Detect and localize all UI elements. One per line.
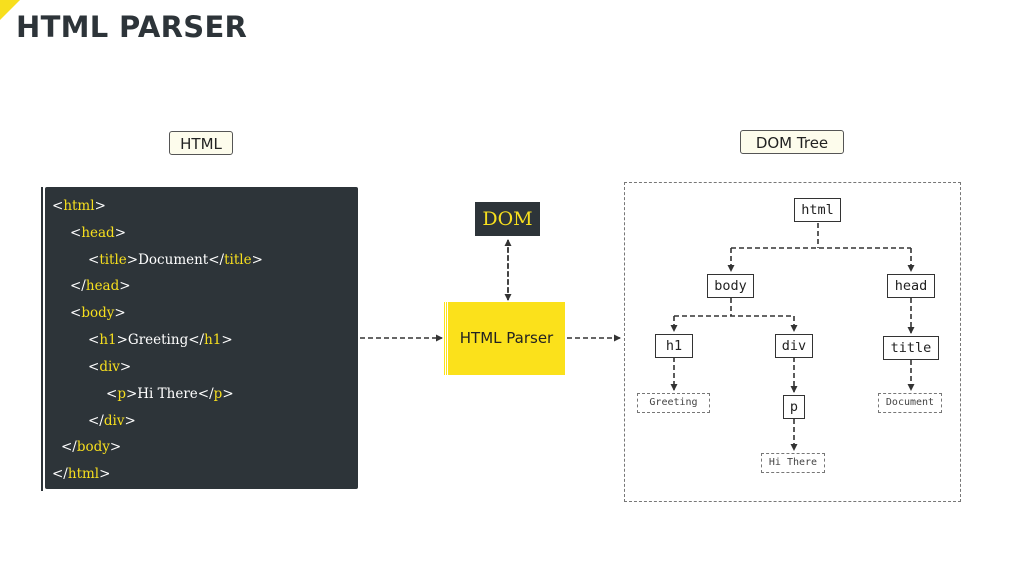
html-label: HTML <box>169 131 233 155</box>
html-code-panel <box>45 187 358 489</box>
leaf-hi-there: Hi There <box>761 453 825 473</box>
dom-box: DOM <box>475 202 540 236</box>
tree-node-html: html <box>794 198 841 222</box>
leaf-greeting: Greeting <box>637 393 710 413</box>
parser-edge <box>444 302 445 375</box>
corner-accent <box>0 0 20 20</box>
parser-edge <box>446 302 447 375</box>
tree-node-div: div <box>775 334 813 358</box>
code-line: <h1>Greeting</h1> <box>88 332 233 348</box>
page-title: HTML PARSER <box>16 10 248 44</box>
code-line: <html> <box>52 198 106 214</box>
code-panel-edge <box>41 187 43 491</box>
tree-node-title: title <box>883 336 939 360</box>
code-line: </html> <box>52 466 111 482</box>
code-line: </head> <box>70 278 131 294</box>
code-line: <div> <box>88 359 132 375</box>
code-line: <p>Hi There</p> <box>106 386 234 402</box>
code-line: </div> <box>88 413 136 429</box>
tree-node-head: head <box>887 274 935 298</box>
leaf-document: Document <box>878 393 942 413</box>
tree-node-h1: h1 <box>655 334 693 358</box>
dom-tree-label: DOM Tree <box>740 130 844 154</box>
code-line: </body> <box>61 439 122 455</box>
code-line: <body> <box>70 305 126 321</box>
code-line: <title>Document</title> <box>88 252 263 268</box>
tree-node-body: body <box>707 274 754 298</box>
tree-node-p: p <box>783 395 805 419</box>
dom-tree-frame <box>624 182 961 502</box>
code-line: <head> <box>70 225 126 241</box>
html-parser-box: HTML Parser <box>448 302 565 375</box>
